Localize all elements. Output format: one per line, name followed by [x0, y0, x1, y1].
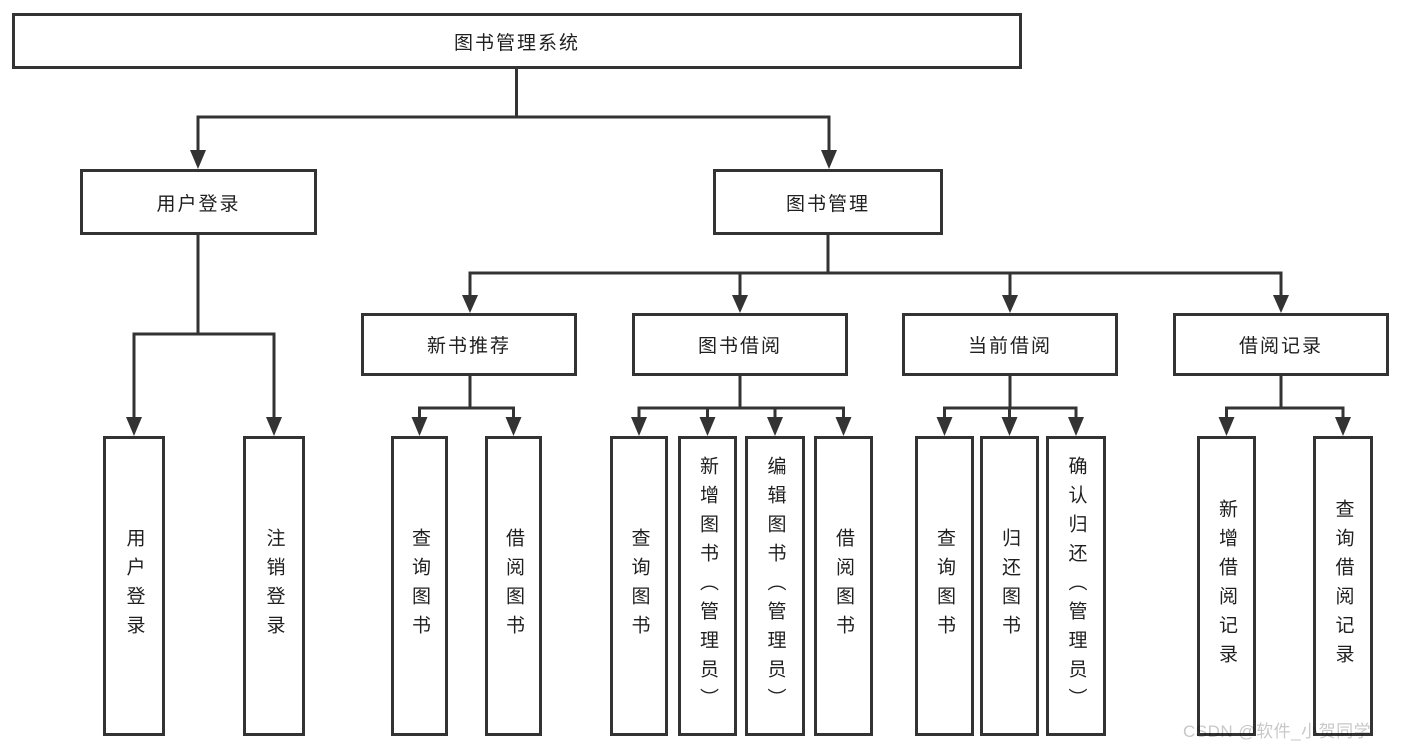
connector-new-book-recommend-to-leaves	[411, 376, 522, 436]
node-borrowing-records-label: 借阅记录	[1238, 336, 1323, 357]
arrowhead	[266, 417, 282, 436]
arrowhead	[190, 150, 206, 169]
leaf-query-borrow-record: 查询借阅记录	[1313, 436, 1373, 736]
leaf-query-books-current: 查询图书	[915, 436, 974, 736]
leaf-query-books-borrowing-label: 查询图书	[628, 528, 650, 644]
leaf-query-books-current-label: 查询图书	[934, 528, 955, 644]
arrowhead	[767, 417, 783, 436]
arrowhead	[732, 295, 748, 313]
leaf-user-login-label: 用户登录	[123, 528, 145, 644]
arrowhead	[936, 417, 953, 436]
arrowhead	[505, 417, 522, 436]
leaf-query-borrow-record-label: 查询借阅记录	[1332, 499, 1354, 673]
arrowhead	[631, 417, 647, 436]
leaf-return-books: 归还图书	[980, 436, 1039, 736]
leaf-borrow-books-label: 借阅图书	[833, 528, 854, 644]
node-user-login-label: 用户登录	[156, 193, 241, 215]
leaf-borrow-books-recommend-label: 借阅图书	[503, 528, 524, 644]
arrowhead	[1068, 417, 1084, 436]
arrowhead	[462, 295, 478, 313]
node-new-book-recommend-label: 新书推荐	[426, 336, 511, 357]
leaf-return-books-label: 归还图书	[999, 528, 1020, 644]
node-book-borrowing: 图书借阅	[632, 313, 848, 376]
arrowhead	[126, 417, 142, 436]
arrowhead	[1335, 417, 1351, 436]
leaf-edit-books-admin-label: 编辑图书（管理员）	[764, 455, 786, 717]
arrowhead	[1218, 417, 1235, 436]
node-root-label: 图书管理系统	[453, 32, 580, 54]
node-new-book-recommend: 新书推荐	[361, 313, 577, 376]
connector-book-borrowing-to-leaves	[631, 376, 852, 436]
leaf-logout: 注销登录	[243, 436, 305, 736]
leaf-add-borrow-record: 新增借阅记录	[1197, 436, 1256, 736]
leaf-confirm-return-admin-label: 确认归还（管理员）	[1065, 455, 1087, 717]
arrowhead	[821, 150, 837, 169]
connector-root-to-level2	[190, 68, 837, 169]
connector-borrowing-records-to-leaves	[1218, 376, 1351, 436]
connector-book-management-to-level3	[462, 235, 1289, 313]
leaf-query-books-borrowing: 查询图书	[610, 436, 668, 736]
leaf-borrow-books: 借阅图书	[814, 436, 873, 736]
arrowhead	[1001, 417, 1018, 436]
leaf-add-books-admin-label: 新增图书（管理员）	[697, 455, 718, 717]
leaf-edit-books-admin: 编辑图书（管理员）	[745, 436, 805, 736]
connector-current-borrowing-to-leaves	[936, 376, 1084, 436]
connector-user-login-to-leaves	[126, 235, 282, 436]
node-book-borrowing-label: 图书借阅	[697, 336, 782, 357]
node-current-borrowing: 当前借阅	[902, 313, 1118, 376]
arrowhead	[1273, 295, 1289, 313]
node-root: 图书管理系统	[12, 13, 1022, 69]
leaf-add-books-admin: 新增图书（管理员）	[678, 436, 737, 736]
node-borrowing-records: 借阅记录	[1173, 313, 1389, 376]
node-current-borrowing-label: 当前借阅	[967, 336, 1052, 357]
node-book-management: 图书管理	[713, 169, 943, 235]
arrowhead	[411, 417, 428, 436]
arrowhead	[1002, 295, 1018, 313]
leaf-query-books-recommend: 查询图书	[391, 436, 448, 736]
leaf-logout-label: 注销登录	[263, 528, 285, 644]
leaf-query-books-recommend-label: 查询图书	[409, 528, 430, 644]
node-user-login: 用户登录	[80, 169, 317, 235]
csdn-watermark: CSDN @软件_小贺同学	[1183, 722, 1372, 741]
leaf-user-login: 用户登录	[103, 436, 165, 736]
leaf-borrow-books-recommend: 借阅图书	[485, 436, 542, 736]
node-book-management-label: 图书管理	[785, 193, 870, 215]
arrowhead	[699, 417, 716, 436]
leaf-confirm-return-admin: 确认归还（管理员）	[1046, 436, 1106, 736]
leaf-add-borrow-record-label: 新增借阅记录	[1216, 499, 1237, 673]
arrowhead	[835, 417, 852, 436]
